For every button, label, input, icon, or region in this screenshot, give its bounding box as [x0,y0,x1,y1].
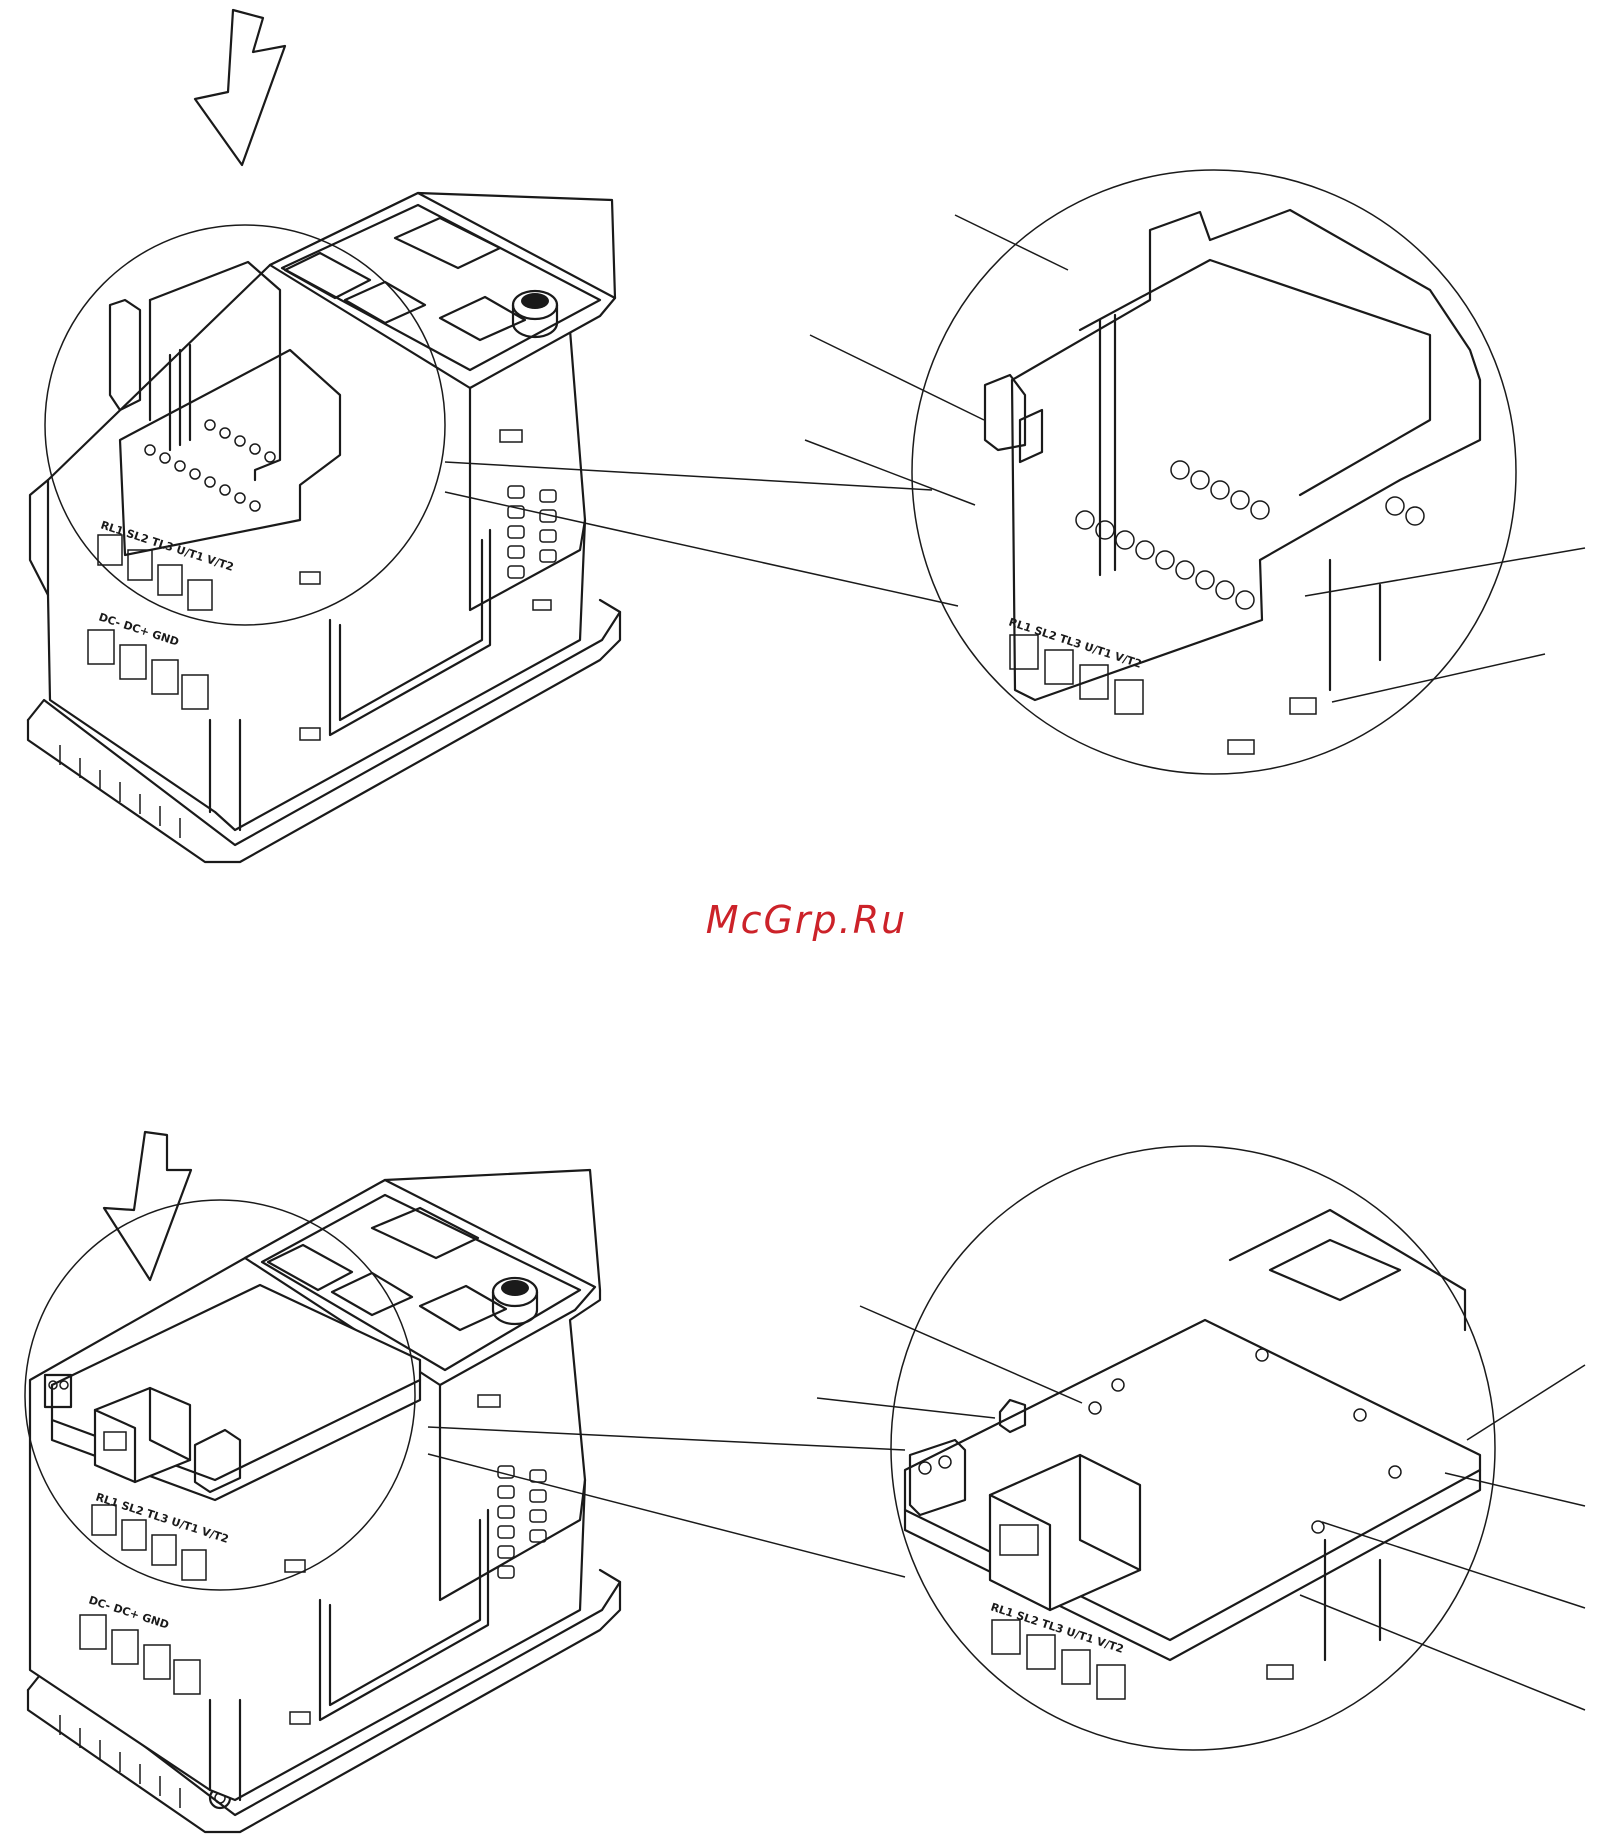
drive-unit-top: RL1 SL2 TL3 U/T1 V/T2 DC- DC+ GND [28,193,620,862]
insert-direction-arrow-icon [195,10,285,165]
drive-unit-bottom: RL1 SL2 TL3 U/T1 V/T2 DC- DC+ GND [28,1170,620,1832]
bottom-figure: RL1 SL2 TL3 U/T1 V/T2 DC- DC+ GND [25,1132,1585,1832]
top-detail-view: RL1 SL2 TL3 U/T1 V/T2 [912,170,1516,774]
bottom-detail-view: RL1 SL2 TL3 U/T1 V/T2 [891,1146,1495,1750]
watermark-text: McGrp.Ru [0,898,1613,942]
insert-direction-arrow-icon [104,1132,191,1280]
top-figure: RL1 SL2 TL3 U/T1 V/T2 DC- DC+ GND [28,10,1585,862]
